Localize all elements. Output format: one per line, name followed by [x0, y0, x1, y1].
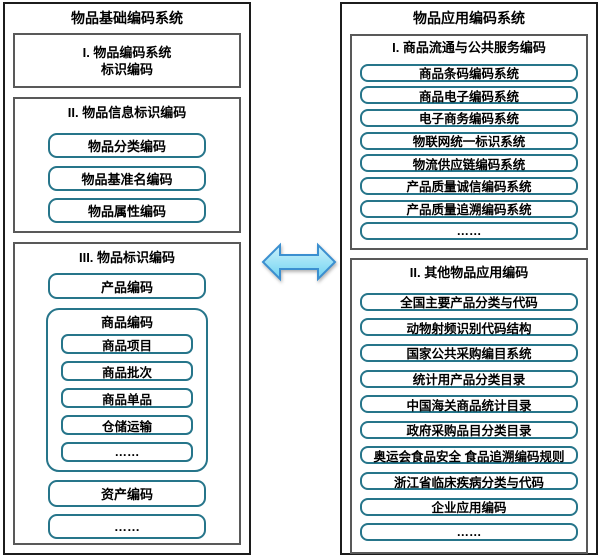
base-coding-system-panel: 物品基础编码系统 I. 物品编码系统 标识编码 II. 物品信息标识编码 物品分…	[3, 2, 251, 555]
item-box: 物品基准名编码	[48, 165, 206, 191]
ellipsis-box: ……	[360, 222, 578, 241]
right-section-2-items: 全国主要产品分类与代码 动物射频识别代码结构 国家公共采购编目系统 统计用产品分…	[352, 285, 586, 552]
item-box: 中国海关商品统计目录	[360, 395, 578, 414]
item-box: 产品质量诚信编码系统	[360, 176, 578, 195]
item-box: 电子商务编码系统	[360, 108, 578, 127]
left-section-1-box: I. 物品编码系统 标识编码	[13, 33, 241, 88]
left-section-2-header: II. 物品信息标识编码	[67, 105, 187, 120]
right-section-1-header: I. 商品流通与公共服务编码	[392, 40, 546, 55]
item-box: 商品批次	[61, 361, 193, 381]
left-panel-title: 物品基础编码系统	[71, 10, 183, 26]
item-box: 物联网统一标识系统	[360, 131, 578, 150]
left-section-3-header: III. 物品标识编码	[78, 250, 176, 265]
item-box: 产品质量追溯编码系统	[360, 199, 578, 218]
left-section-2-box: II. 物品信息标识编码 物品分类编码 物品基准名编码 物品属性编码	[13, 97, 241, 233]
right-section-2-header: II. 其他物品应用编码	[409, 265, 529, 280]
item-box: 商品条码编码系统	[360, 63, 578, 82]
right-section-1-items: 商品条码编码系统 商品电子编码系统 电子商务编码系统 物联网统一标识系统 物流供…	[352, 59, 586, 248]
item-box: 国家公共采购编目系统	[360, 343, 578, 362]
right-panel-title: 物品应用编码系统	[413, 10, 525, 26]
item-box: 资产编码	[48, 480, 206, 507]
item-box: 商品单品	[61, 388, 193, 408]
right-section-2-box: II. 其他物品应用编码 全国主要产品分类与代码 动物射频识别代码结构 国家公共…	[350, 258, 588, 554]
application-coding-system-panel: 物品应用编码系统 I. 商品流通与公共服务编码 商品条码编码系统 商品电子编码系…	[340, 2, 598, 555]
item-box: 仓储运输	[61, 415, 193, 435]
commodity-code-group-box: 商品编码 商品项目 商品批次 商品单品 仓储运输 ……	[46, 308, 208, 472]
item-box: 动物射频识别代码结构	[360, 318, 578, 337]
item-box: 商品项目	[61, 334, 193, 354]
left-section-2-items: 物品分类编码 物品基准名编码 物品属性编码	[15, 125, 239, 231]
item-box: 浙江省临床疾病分类与代码	[360, 472, 578, 490]
item-box: 物流供应链编码系统	[360, 154, 578, 173]
right-section-1-box: I. 商品流通与公共服务编码 商品条码编码系统 商品电子编码系统 电子商务编码系…	[350, 34, 588, 250]
item-box: 商品电子编码系统	[360, 86, 578, 105]
ellipsis-box: ……	[48, 514, 206, 539]
item-box: 产品编码	[48, 273, 206, 299]
commodity-code-group-label: 商品编码	[100, 315, 153, 330]
left-section-3-box: III. 物品标识编码 产品编码 商品编码 商品项目 商品批次 商品单品 仓储运…	[13, 242, 241, 545]
ellipsis-box: ……	[61, 442, 193, 462]
item-box: 统计用产品分类目录	[360, 369, 578, 388]
commodity-code-group-items: 商品项目 商品批次 商品单品 仓储运输 ……	[48, 334, 206, 462]
item-box: 企业应用编码	[360, 497, 578, 516]
item-box: 全国主要产品分类与代码	[360, 292, 578, 311]
item-box: 物品属性编码	[48, 198, 206, 224]
bidirectional-arrow	[261, 242, 339, 284]
item-box: 奥运会食品安全 食品追溯编码规则	[360, 446, 578, 465]
left-section-1-header-line2: 标识编码	[100, 61, 153, 77]
ellipsis-box: ……	[360, 523, 578, 542]
item-box: 物品分类编码	[48, 132, 206, 158]
left-section-1-header-line1: I. 物品编码系统	[82, 44, 172, 60]
item-box: 政府采购品目分类目录	[360, 420, 578, 439]
bidirectional-arrow-icon	[261, 242, 337, 282]
